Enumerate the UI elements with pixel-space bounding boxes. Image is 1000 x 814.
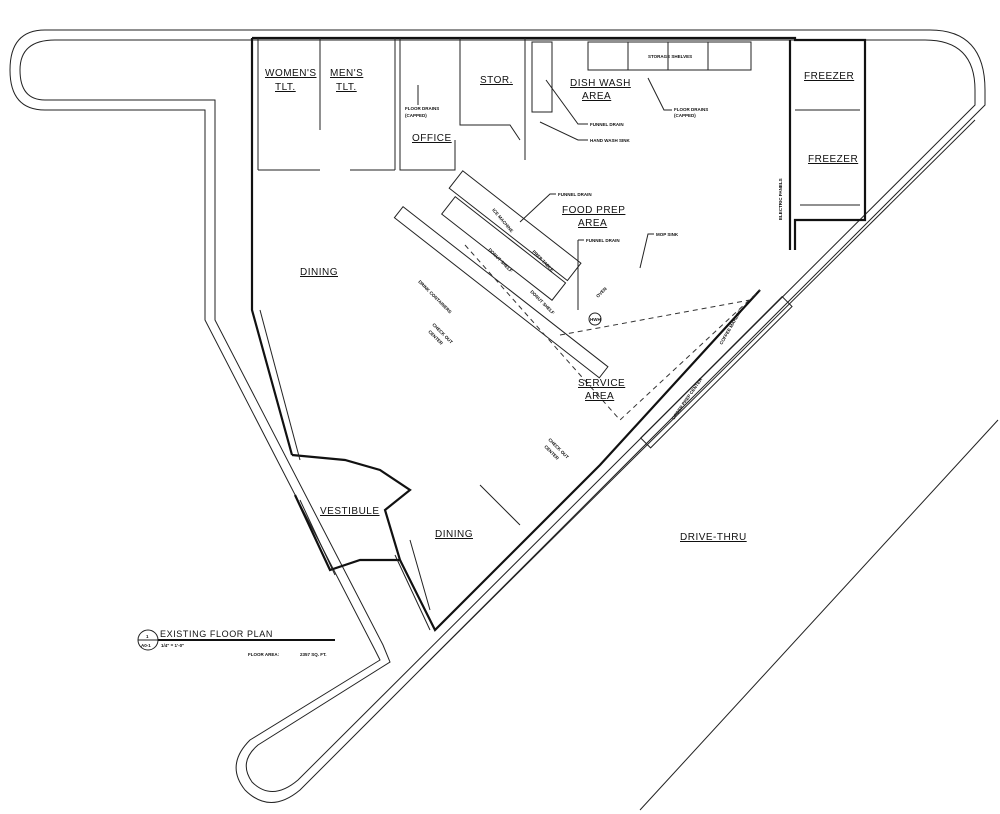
floor-area-value: 2357 SQ. FT.: [300, 652, 327, 657]
note-hand-wash-sink: HAND WASH SINK: [590, 138, 631, 143]
label-food-prep-2: AREA: [578, 218, 607, 229]
label-mens-toilet-2: TLT.: [336, 82, 357, 93]
note-floor-drains-office: FLOOR DRAINS: [405, 106, 439, 111]
note-funnel-drain-dish: FUNNEL DRAIN: [590, 122, 624, 127]
label-mens-toilet: MEN'S: [330, 68, 363, 79]
note-donut-shelf-1: DONUT SHELF: [487, 247, 513, 273]
note-oven: OVEN: [595, 286, 608, 299]
building-walls: [250, 36, 867, 632]
label-service: SERVICE: [578, 378, 625, 389]
drawing-scale: 1/4" = 1'-0": [161, 643, 184, 648]
note-electric-panels: ELECTRIC PANELS: [778, 178, 783, 220]
label-womens-toilet-2: TLT.: [275, 82, 296, 93]
note-heater: HWH: [590, 317, 601, 322]
title-block: 1 A0-1 EXISTING FLOOR PLAN 1/4" = 1'-0" …: [137, 629, 335, 657]
label-drive-thru: DRIVE-THRU: [680, 532, 747, 543]
label-dish-wash: DISH WASH: [570, 78, 631, 89]
label-freezer-1: FREEZER: [804, 71, 854, 82]
note-floor-drains-dish-2: (CAPPED): [674, 113, 696, 118]
note-funnel-drain-1: FUNNEL DRAIN: [558, 192, 592, 197]
label-womens-toilet: WOMEN'S: [265, 68, 317, 79]
note-drink-containers: DRINK CONTAINERS: [417, 279, 452, 314]
note-prep-table: PREP TABLE: [531, 249, 554, 272]
label-service-2: AREA: [585, 391, 614, 402]
label-storage: STOR.: [480, 75, 513, 86]
note-funnel-drain-2: FUNNEL DRAIN: [586, 238, 620, 243]
label-food-prep: FOOD PREP: [562, 205, 625, 216]
note-floor-drains-dish: FLOOR DRAINS: [674, 107, 708, 112]
label-office: OFFICE: [412, 133, 452, 144]
note-floor-drains-office-2: (CAPPED): [405, 113, 427, 118]
label-freezer-2: FREEZER: [808, 154, 858, 165]
label-dining-1: DINING: [300, 267, 338, 278]
floor-area-label: FLOOR AREA:: [248, 652, 280, 657]
label-vestibule: VESTIBULE: [320, 506, 380, 517]
note-mop-sink: MOP SINK: [656, 232, 679, 237]
detail-number: 1: [146, 634, 149, 639]
drawing-title: EXISTING FLOOR PLAN: [160, 629, 273, 639]
label-dining-2: DINING: [435, 529, 473, 540]
note-storage-shelves: STORAGE SHELVES: [648, 54, 692, 59]
label-dish-wash-2: AREA: [582, 91, 611, 102]
site-curb: [9, 29, 999, 811]
sheet-number: A0-1: [141, 643, 151, 648]
